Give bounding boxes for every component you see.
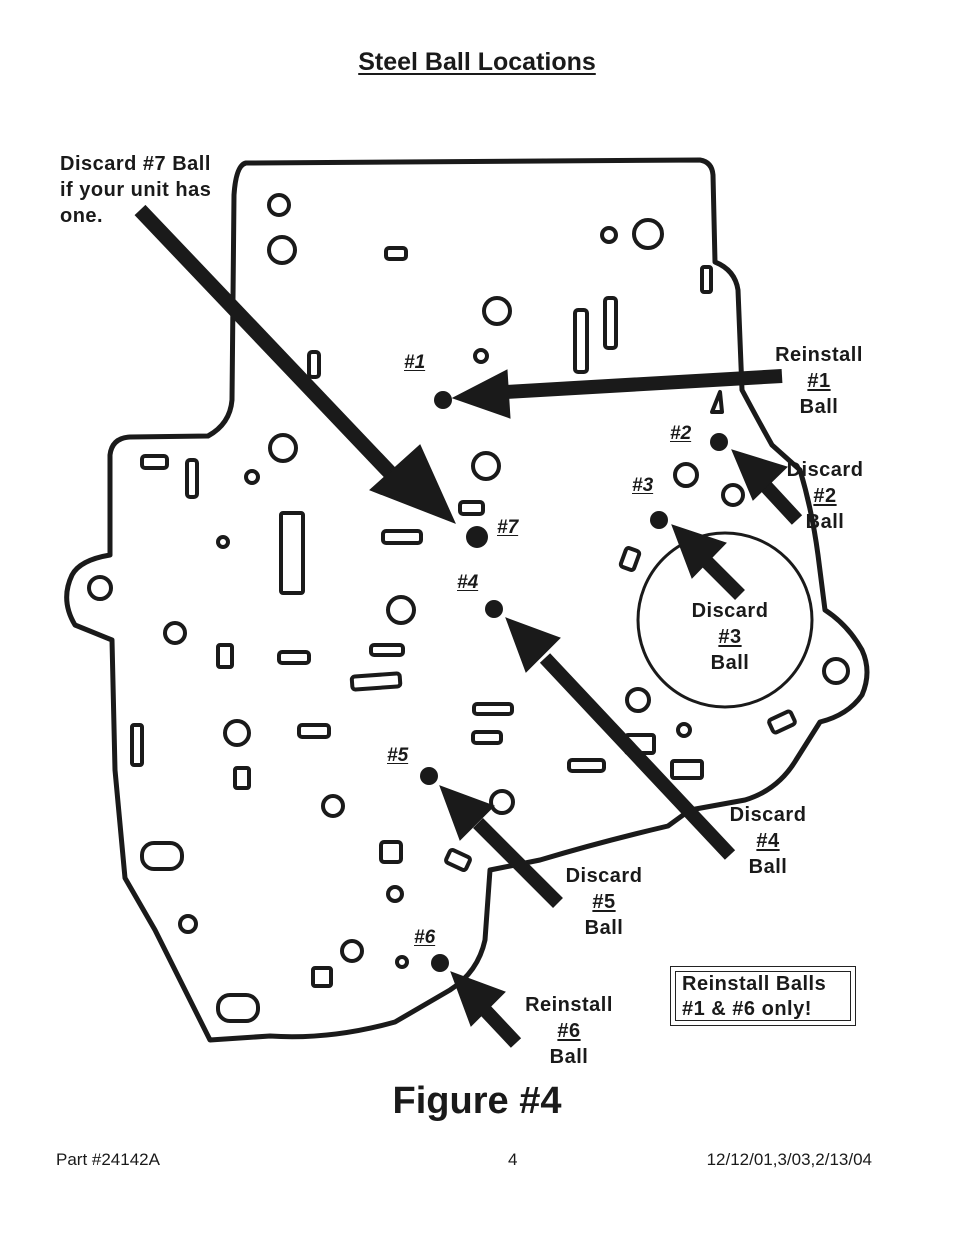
ball-6 (431, 954, 449, 972)
callout-ball-1-word: Ball (799, 396, 839, 418)
ball-label-5: #5 (387, 745, 409, 766)
callout-ball-2-word: Ball (805, 511, 845, 533)
callout-ball-7: Discard #7 Ball if your unit has one. (60, 151, 211, 229)
arrow-ball-2 (731, 449, 803, 525)
callout-ball-2-num: #2 (813, 485, 837, 507)
reinstall-note-box: Reinstall Balls #1 & #6 only! (670, 966, 856, 1026)
ball-label-7: #7 (497, 517, 519, 538)
ball-1 (434, 391, 452, 409)
ball-4 (485, 600, 503, 618)
callout-ball-3-word: Ball (710, 652, 750, 674)
callout-ball-2: Discard #2 Ball (778, 457, 872, 535)
callout-ball-4-word: Ball (748, 856, 788, 878)
round-holes (87, 193, 850, 969)
ball-label-4: #4 (457, 572, 479, 593)
arrow-ball-6 (450, 971, 522, 1048)
callout-ball-6-num: #6 (557, 1020, 581, 1042)
callout-ball-6: Reinstall #6 Ball (512, 992, 626, 1070)
arrow-ball-4 (505, 617, 736, 860)
slots (130, 246, 797, 1023)
callout-ball-5: Discard #5 Ball (557, 863, 651, 941)
arrow-ball-7 (134, 204, 456, 524)
callout-ball-4-num: #4 (756, 830, 780, 852)
arrow-ball-1 (451, 369, 783, 419)
ball-7 (466, 526, 488, 548)
callout-ball-5-num: #5 (592, 891, 616, 913)
reinstall-note-inner: Reinstall Balls #1 & #6 only! (675, 971, 851, 1021)
ball-label-1: #1 (404, 352, 426, 373)
footer-revision-dates: 12/12/01,3/03,2/13/04 (706, 1150, 872, 1169)
callout-ball-1-num: #1 (807, 370, 831, 392)
callout-ball-4-action: Discard (729, 804, 807, 826)
page-title: Steel Ball Locations (358, 48, 596, 76)
callout-ball-7-line2: if your unit has (60, 179, 212, 201)
ball-label-2: #2 (670, 423, 692, 444)
figure-caption: Figure #4 (392, 1080, 562, 1122)
callout-ball-7-line1: Discard #7 Ball (60, 153, 211, 175)
steel-balls (420, 391, 728, 972)
callout-ball-3-num: #3 (718, 626, 742, 648)
ball-label-6: #6 (414, 927, 436, 948)
callout-ball-3: Discard #3 Ball (683, 598, 777, 676)
arrow-ball-3 (671, 524, 745, 600)
callout-ball-5-action: Discard (565, 865, 643, 887)
callout-ball-6-word: Ball (549, 1046, 589, 1068)
callout-ball-4: Discard #4 Ball (721, 802, 815, 880)
callout-ball-1-action: Reinstall (775, 344, 863, 366)
ball-2 (710, 433, 728, 451)
callout-ball-5-word: Ball (584, 917, 624, 939)
reinstall-note-line1: Reinstall Balls (682, 973, 827, 995)
callout-ball-3-action: Discard (691, 600, 769, 622)
footer-page-number: 4 (508, 1150, 518, 1169)
callout-ball-2-action: Discard (786, 459, 864, 481)
ball-5 (420, 767, 438, 785)
arrow-ball-5 (439, 785, 563, 908)
footer-part-number: Part #24142A (56, 1150, 160, 1169)
callout-ball-6-action: Reinstall (525, 994, 613, 1016)
large-bore (636, 531, 814, 709)
callout-ball-7-line3: one. (60, 205, 104, 227)
ball-label-3: #3 (632, 475, 654, 496)
ball-3 (650, 511, 668, 529)
plate-outline (64, 157, 870, 1043)
callout-ball-1: Reinstall #1 Ball (762, 342, 876, 420)
reinstall-note-line2: #1 & #6 only! (682, 998, 812, 1020)
